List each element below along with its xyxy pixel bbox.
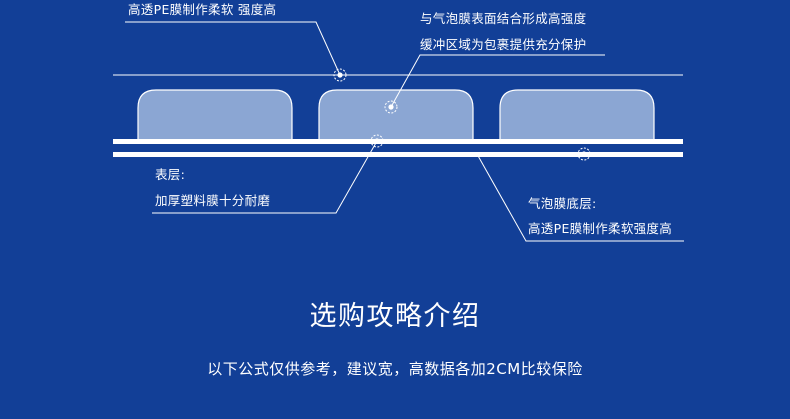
leader-surface: [152, 140, 378, 214]
marker-top-film: [333, 68, 347, 82]
label-bottom-title: 气泡膜底层:: [528, 196, 597, 211]
bubble-1: [137, 89, 293, 141]
label-top-left: 高透PE膜制作柔软 强度高: [128, 2, 277, 17]
marker-bubble: [384, 100, 398, 114]
section-title: 选购攻略介绍: [309, 301, 481, 332]
label-surface-desc: 加厚塑料膜十分耐磨: [155, 193, 271, 208]
leader-top-left: [125, 21, 341, 76]
bubble-2: [318, 89, 474, 141]
bottom-layer: [113, 152, 683, 157]
leader-top-right: [390, 54, 605, 108]
surface-layer: [113, 139, 683, 144]
label-bottom-desc: 高透PE膜制作柔软强度高: [528, 221, 673, 236]
section-subtitle: 以下公式仅供参考，建议宽，高数据各加2CM比较保险: [207, 360, 583, 378]
marker-surface: [370, 134, 384, 148]
label-top-right-line2: 缓冲区域为包裹提供充分保护: [420, 37, 587, 52]
label-surface-title: 表层:: [155, 167, 186, 182]
marker-bottom: [577, 147, 591, 161]
bubble-3: [499, 89, 655, 141]
label-top-right-line1: 与气泡膜表面结合形成高强度: [420, 11, 587, 26]
leader-bottom: [476, 153, 684, 242]
